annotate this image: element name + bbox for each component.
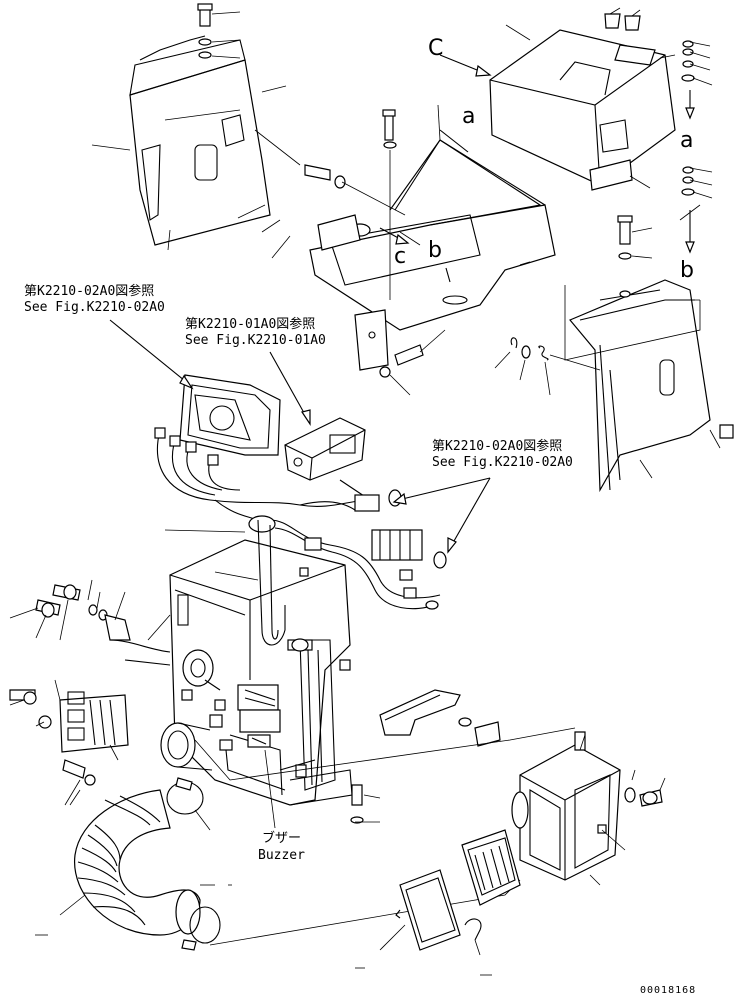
buzzer-label-jp: ブザー bbox=[262, 831, 302, 846]
fan-outlet bbox=[160, 722, 213, 771]
left-panel-bolt bbox=[197, 3, 213, 59]
view-letter-b-center: b bbox=[428, 238, 442, 263]
buzzer-label-en: Buzzer bbox=[258, 848, 305, 863]
ref-label-3-jp: 第K2210-02A0図参照 bbox=[432, 439, 563, 454]
controller-unit bbox=[284, 417, 366, 481]
ref-label-3-en: See Fig.K2210-02A0 bbox=[432, 455, 573, 470]
filter-housing bbox=[511, 731, 621, 881]
main-housing bbox=[169, 539, 353, 806]
right-side-panel bbox=[569, 279, 711, 493]
tray-bracket bbox=[317, 214, 389, 371]
right-cover-box bbox=[489, 29, 676, 191]
spring-clip bbox=[510, 337, 601, 371]
view-letter-c: c bbox=[394, 244, 407, 269]
ref-label-2-en: See Fig.K2210-01A0 bbox=[185, 333, 326, 348]
view-letter-a-center: a bbox=[462, 104, 476, 129]
right-panel-bolt bbox=[617, 215, 734, 439]
right-box-fasteners bbox=[604, 13, 695, 196]
duct-channel bbox=[379, 689, 501, 747]
blower-motor bbox=[182, 649, 221, 691]
center-tray bbox=[309, 139, 556, 331]
ref-label-2-jp: 第K2210-01A0図参照 bbox=[185, 317, 316, 332]
flex-hose bbox=[74, 789, 201, 936]
housing-bolts bbox=[287, 567, 364, 824]
left-cover-panel bbox=[129, 35, 271, 246]
tray-bolts bbox=[304, 109, 424, 378]
ref-label-1-jp: 第K2210-02A0図参照 bbox=[24, 284, 155, 299]
view-letter-C: C bbox=[428, 36, 444, 61]
filter-element bbox=[461, 829, 521, 906]
relays bbox=[181, 684, 281, 751]
view-letter-b-right: b bbox=[680, 258, 694, 283]
buzzer-part bbox=[247, 734, 276, 829]
filter-cover bbox=[395, 869, 461, 951]
duct-pipe bbox=[257, 519, 286, 646]
filter-bolt bbox=[624, 787, 663, 807]
view-letter-a-right: a bbox=[680, 128, 694, 153]
filter-clip bbox=[464, 918, 482, 941]
left-bracket bbox=[9, 584, 171, 786]
wire-harness bbox=[154, 427, 447, 610]
drawing-number: 00018168 bbox=[640, 985, 697, 996]
hose-clamps bbox=[166, 777, 221, 951]
ref-label-1-en: See Fig.K2210-02A0 bbox=[24, 300, 165, 315]
